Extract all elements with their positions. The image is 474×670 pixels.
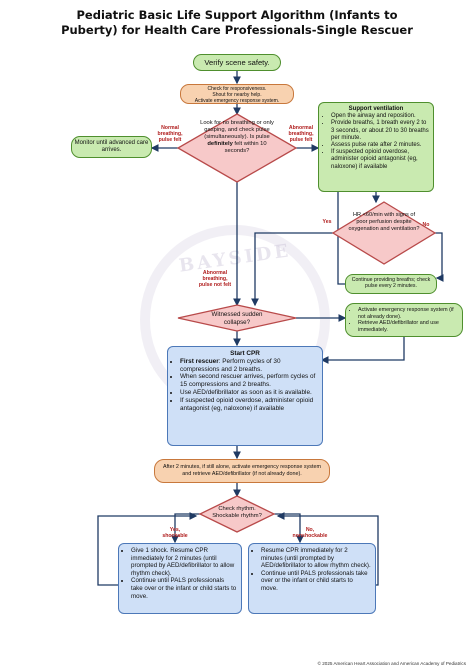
support-ventilation-box: Support ventilation Open the airway and … [318,102,434,192]
witnessed-text: Witnessed sudden collapse? [211,311,263,326]
normal-breathing-label: Normal breathing, pulse felt [157,125,183,143]
support-title: Support ventilation [348,106,404,112]
nonshock-item: Resume CPR immediately for 2 minutes (un… [261,547,371,570]
hr-question-text: HR <60/min with signs of poor perfusion … [348,212,420,232]
after-two-minutes-box: After 2 minutes, if still alone, activat… [154,459,330,483]
check-responsiveness-box: Check for responsiveness. Shout for near… [180,84,294,104]
witnessed-diamond [177,304,297,332]
cpr-item: When second rescuer arrives, perform cyc… [180,373,318,389]
check-item: Shout for nearby help. [212,92,262,98]
after-two-minutes-text: After 2 minutes, if still alone, activat… [163,464,321,477]
arrow-hr-no [435,232,444,282]
hr-no-label: No [422,222,430,228]
cpr-item: Use AED/defibrillator as soon as it is a… [180,389,318,397]
nonshockable-box: Resume CPR immediately for 2 minutes (un… [248,543,376,614]
check-item: Check for responsiveness. [207,86,267,92]
hr-yes-label: Yes [322,219,332,225]
title-line-1: Pediatric Basic Life Support Algorithm (… [76,8,398,22]
activate-emergency-box: Activate emergency response system (if n… [345,303,463,337]
nonshock-item: Continue until PALS professionals take o… [261,570,371,593]
look-for-diamond [176,113,298,183]
monitor-box: Monitor until advanced care arrives. [71,136,152,158]
yes-shockable-label: Yes, shockable [162,527,188,539]
shock-item: Continue until PALS professionals take o… [131,577,237,600]
shock-item: Give 1 shock. Resume CPR immediately for… [131,547,237,577]
start-cpr-box: Start CPR First rescuer: Perform cycles … [167,346,323,446]
verify-scene-box: Verify scene safety. [193,54,281,71]
support-item: Provide breaths, 1 breath every 2 to 3 s… [331,120,429,142]
abnormal-no-pulse-label: Abnormal breathing, pulse not felt [198,270,232,288]
cpr-item: If suspected opioid overdose, administer… [180,397,318,413]
no-nonshockable-label: No, nonshockable [292,527,328,539]
support-item: Open the airway and reposition. [331,113,429,120]
support-item: If suspected opioid overdose, administer… [331,149,429,171]
copyright-footer: © 2025 American Heart Association and Am… [317,661,466,666]
look-for-text: Look for no breathing or only gasping, a… [200,120,274,154]
support-item: Assess pulse rate after 2 minutes. [331,142,429,149]
abnormal-pulse-felt-label: Abnormal breathing, pulse felt [288,125,314,143]
hr-diamond [331,201,437,265]
check-item: Activate emergency response system. [194,98,280,104]
arrow-hr-yes [251,232,333,307]
cpr-item-first: First rescuer: Perform cycles of 30 comp… [180,358,318,374]
monitor-text: Monitor until advanced care arrives. [74,140,149,153]
rhythm-text: Check rhythm. Shockable rhythm? [212,506,262,519]
activate-item: Retrieve AED/defibrillator and use immed… [358,320,458,333]
verify-text: Verify scene safety. [204,58,270,67]
arrow-shock-loop [97,512,198,586]
rhythm-diamond [198,495,276,533]
continue-breaths-box: Continue providing breaths; check pulse … [345,274,437,294]
cpr-title: Start CPR [230,350,260,357]
continue-breaths-text: Continue providing breaths; check pulse … [351,277,431,290]
shockable-box: Give 1 shock. Resume CPR immediately for… [118,543,242,614]
arrow-activate-to-cpr [320,337,405,364]
title-line-2: Puberty) for Health Care Professionals-S… [61,23,413,37]
activate-item: Activate emergency response system (if n… [358,307,458,320]
page-title: Pediatric Basic Life Support Algorithm (… [0,8,474,38]
